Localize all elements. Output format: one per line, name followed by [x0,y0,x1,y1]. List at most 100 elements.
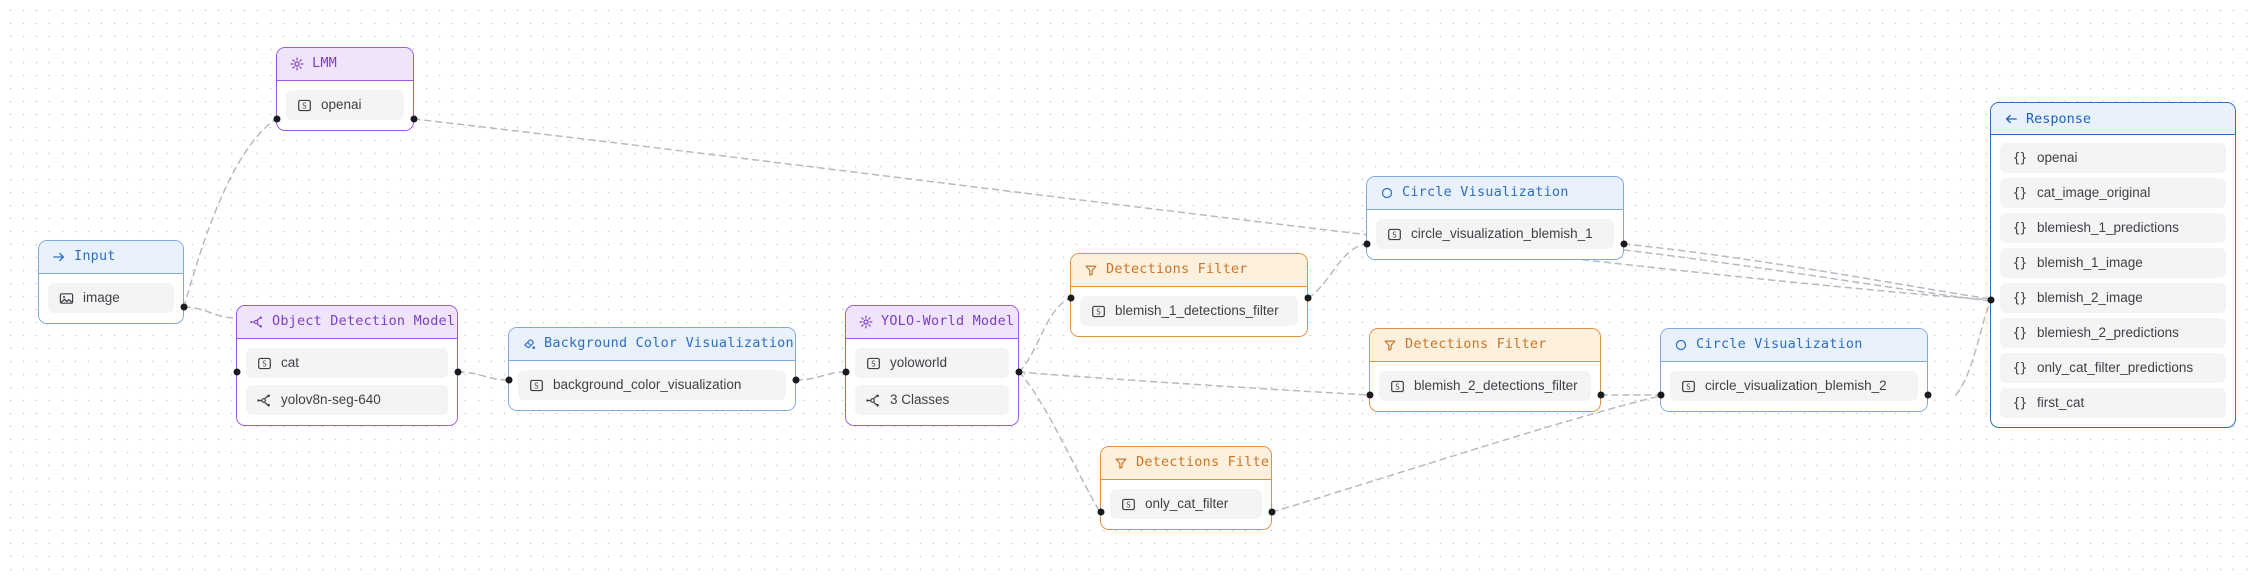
node-object-detection-row-model[interactable]: yolov8n-seg-640 [246,385,448,415]
port-input-out[interactable] [180,303,188,311]
port-yolo-world-out[interactable] [1015,368,1023,376]
node-yolo-world-row-classes[interactable]: 3 Classes [855,385,1009,415]
node-object-detection-title: Object Detection Model [272,313,456,330]
response-panel-body: {} openai {} cat_image_original {} blemi… [1991,135,2235,427]
braces-icon: {} [2012,325,2028,341]
edge-filter1-to-circle1 [1307,243,1367,299]
node-object-detection-row-cat[interactable]: S cat [246,348,448,378]
response-item-label: blemish_1_image [2037,255,2143,271]
response-item-label: openai [2037,150,2078,166]
port-detections-filter-1-out[interactable] [1304,294,1312,302]
port-background-color-in[interactable] [505,376,513,384]
node-input[interactable]: Input image [38,240,184,324]
svg-text:S: S [1686,382,1691,391]
node-object-detection-model[interactable]: Object Detection Model S cat [236,305,458,426]
node-object-detection-header: Object Detection Model [237,306,457,339]
response-item[interactable]: {} blemiesh_1_predictions [2000,213,2226,243]
node-input-row-label: image [83,290,120,306]
port-object-detection-out[interactable] [454,368,462,376]
edge-circle2-to-response [1955,302,1991,396]
node-circle-visualization-2[interactable]: Circle Visualization S circle_visualizat… [1660,328,1928,412]
node-detections-filter-2-body: S blemish_2_detections_filter [1370,362,1600,411]
node-circle-visualization-1-row-label: circle_visualization_blemish_1 [1411,226,1593,242]
node-circle-visualization-2-row[interactable]: S circle_visualization_blemish_2 [1670,371,1918,401]
response-panel-header: Response [1991,103,2235,135]
response-item[interactable]: {} cat_image_original [2000,178,2226,208]
response-item[interactable]: {} blemish_2_image [2000,283,2226,313]
node-lmm-row-openai[interactable]: S openai [286,90,404,120]
node-detections-filter-1-row[interactable]: S blemish_1_detections_filter [1080,296,1298,326]
port-object-detection-in[interactable] [233,368,241,376]
svg-text:S: S [1126,500,1131,509]
port-detections-filter-1-in[interactable] [1067,294,1075,302]
node-circle-visualization-2-title: Circle Visualization [1696,336,1863,353]
node-detections-filter-1-row-label: blemish_1_detections_filter [1115,303,1279,319]
port-response-in[interactable] [1987,296,1995,304]
svg-text:S: S [1096,307,1101,316]
port-detections-filter-3-out[interactable] [1268,508,1276,516]
funnel-icon [1383,338,1397,352]
string-field-icon: S [1390,379,1405,394]
port-yolo-world-in[interactable] [842,368,850,376]
node-circle-visualization-2-body: S circle_visualization_blemish_2 [1661,362,1927,411]
port-lmm-in[interactable] [273,115,281,123]
port-detections-filter-3-in[interactable] [1097,508,1105,516]
circle-icon [1674,338,1688,352]
node-detections-filter-2[interactable]: Detections Filter S blemish_2_detections… [1369,328,1601,412]
model-nodes-icon [866,393,881,408]
port-circle-visualization-1-out[interactable] [1620,240,1628,248]
response-item[interactable]: {} openai [2000,143,2226,173]
node-background-color-header: Background Color Visualization [509,328,795,361]
node-lmm[interactable]: LMM S openai [276,47,414,131]
port-circle-visualization-2-out[interactable] [1924,391,1932,399]
edge-filter3-to-circle2 [1271,395,1661,513]
port-background-color-out[interactable] [792,376,800,384]
braces-icon: {} [2012,150,2028,166]
node-detections-filter-3[interactable]: Detections Filter S only_cat_filter [1100,446,1272,530]
response-item[interactable]: {} blemiesh_2_predictions [2000,318,2226,348]
edge-yoloworld-to-filter3 [1018,371,1101,513]
node-input-title: Input [74,248,116,265]
node-circle-visualization-1[interactable]: Circle Visualization S circle_visualizat… [1366,176,1624,260]
node-detections-filter-1-body: S blemish_1_detections_filter [1071,287,1307,336]
node-detections-filter-3-row[interactable]: S only_cat_filter [1110,489,1262,519]
response-item[interactable]: {} first_cat [2000,388,2226,418]
response-item[interactable]: {} only_cat_filter_predictions [2000,353,2226,383]
gear-icon [859,315,873,329]
node-background-color-row[interactable]: S background_color_visualization [518,370,786,400]
node-yolo-world-row-label: 3 Classes [890,392,950,408]
port-circle-visualization-2-in[interactable] [1657,391,1665,399]
node-detections-filter-1-header: Detections Filter [1071,254,1307,287]
port-detections-filter-2-in[interactable] [1366,391,1374,399]
edge-yoloworld-to-filter2 [1018,371,1370,396]
node-detections-filter-1[interactable]: Detections Filter S blemish_1_detections… [1070,253,1308,337]
node-circle-visualization-2-header: Circle Visualization [1661,329,1927,362]
node-object-detection-body: S cat yolov8n-seg-640 [237,339,457,425]
svg-text:S: S [1392,230,1397,239]
string-field-icon: S [297,98,312,113]
funnel-icon [1084,263,1098,277]
node-circle-visualization-1-row[interactable]: S circle_visualization_blemish_1 [1376,219,1614,249]
svg-text:S: S [534,381,539,390]
response-item-label: blemiesh_1_predictions [2037,220,2179,236]
port-circle-visualization-1-in[interactable] [1363,240,1371,248]
port-detections-filter-2-out[interactable] [1597,391,1605,399]
node-input-row-image[interactable]: image [48,283,174,313]
node-background-color-visualization[interactable]: Background Color Visualization S backgro… [508,327,796,411]
braces-icon: {} [2012,255,2028,271]
node-object-detection-row-label: cat [281,355,300,371]
braces-icon: {} [2012,395,2028,411]
node-detections-filter-2-title: Detections Filter [1405,336,1547,353]
node-detections-filter-2-row[interactable]: S blemish_2_detections_filter [1379,371,1591,401]
node-yolo-world-model[interactable]: YOLO-World Model S yoloworld [845,305,1019,426]
response-panel[interactable]: Response {} openai {} cat_image_original… [1990,102,2236,428]
response-item[interactable]: {} blemish_1_image [2000,248,2226,278]
node-yolo-world-row-yoloworld[interactable]: S yoloworld [855,348,1009,378]
model-nodes-icon [257,393,272,408]
node-object-detection-row-label: yolov8n-seg-640 [281,392,381,408]
port-lmm-out[interactable] [410,115,418,123]
node-lmm-title: LMM [312,55,337,72]
node-yolo-world-row-label: yoloworld [890,355,948,371]
node-yolo-world-body: S yoloworld 3 Classes [846,339,1018,425]
